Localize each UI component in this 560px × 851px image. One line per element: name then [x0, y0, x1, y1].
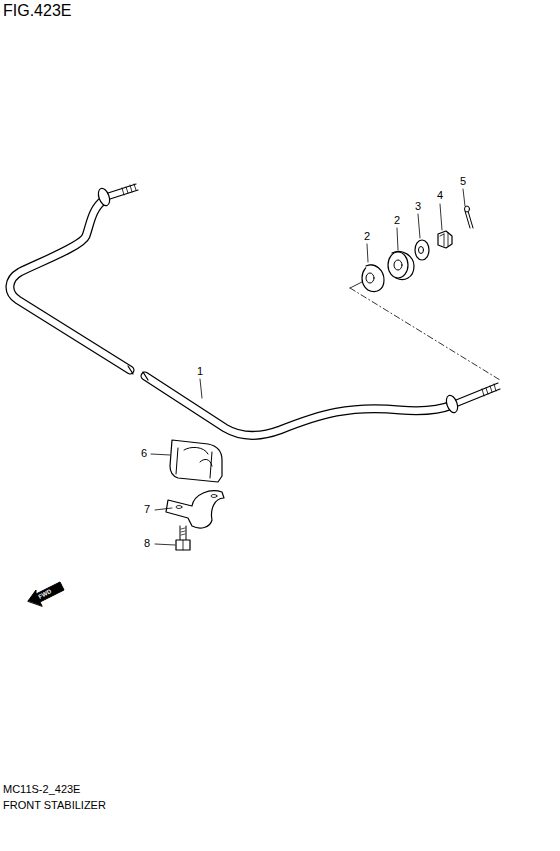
callout-number: 7 [143, 504, 151, 515]
callout-number: 5 [459, 176, 467, 187]
callout-number: 4 [436, 190, 444, 201]
figure-title: FIG.423E [3, 3, 71, 19]
figure-code: MC11S-2_423E [3, 784, 80, 795]
figure-caption: FRONT STABILIZER [3, 800, 106, 811]
callout-number: 1 [196, 366, 204, 377]
callout-number: 6 [140, 448, 148, 459]
callout-number: 2 [363, 231, 371, 242]
callout-number: 3 [414, 201, 422, 212]
callout-number: 2 [393, 215, 401, 226]
callout-number: 8 [143, 538, 151, 549]
